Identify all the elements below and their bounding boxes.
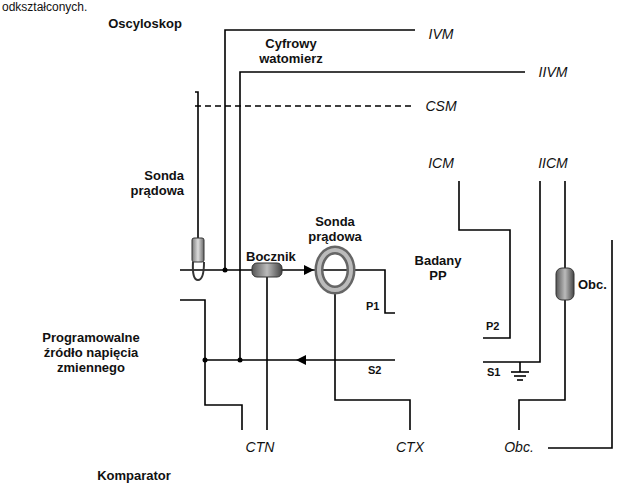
box-heading: Cyfrowy watomierz — [248, 36, 334, 66]
module-label: IICM — [538, 155, 568, 171]
module-label: IVM — [429, 26, 454, 42]
box-heading: Badany PP — [407, 253, 469, 283]
module-box: CSM — [415, 90, 467, 122]
probe-label: Sonda prądowa — [110, 168, 184, 198]
wire — [483, 181, 540, 362]
pin-label: P1 — [366, 300, 379, 313]
junction-dot — [203, 268, 243, 363]
screen — [31, 60, 83, 102]
shunt-label: Bocznik — [246, 249, 296, 264]
comparator: KomparatorCTNCTXObc. — [190, 412, 628, 495]
box-heading: Programowalne źródło napięcia zmiennego — [26, 330, 156, 375]
module-label: CTX — [396, 439, 424, 455]
arrow-head — [296, 355, 306, 365]
wire — [459, 181, 510, 338]
pin-label: P2 — [486, 320, 499, 333]
shunt-symbol — [252, 263, 282, 277]
box-heading: Oscyloskop — [95, 16, 195, 31]
transformer-under-test: Badany PP — [395, 290, 483, 368]
panel-face — [353, 11, 613, 227]
terminal-dot — [149, 70, 155, 76]
module-box: IVM — [415, 18, 467, 50]
box-fill — [2, 232, 180, 320]
ground-symbol — [511, 372, 529, 380]
screen — [29, 267, 57, 285]
wire — [519, 181, 565, 430]
wire — [180, 30, 612, 448]
core-shape — [395, 290, 483, 368]
panel-face — [15, 243, 165, 307]
module-label: IIVM — [539, 64, 568, 80]
box-fill — [395, 290, 483, 368]
module-label: CSM — [425, 98, 456, 114]
wire — [155, 92, 196, 94]
module-box: IICM — [525, 145, 581, 181]
pin-label: S2 — [368, 364, 381, 377]
box-fill — [2, 35, 195, 125]
current-probe — [192, 238, 204, 280]
load-label: Obc. — [578, 277, 607, 292]
module-box: CTX — [380, 430, 440, 464]
module-label: CTN — [246, 439, 275, 455]
pin-label: S1 — [487, 366, 500, 379]
oscilloscope: Oscyloskop — [2, 35, 195, 125]
probe-label: Sonda prądowa — [300, 214, 370, 244]
module-box: CTN — [230, 430, 290, 464]
load-symbol — [556, 268, 574, 300]
module-label: Obc. — [504, 439, 534, 455]
module-box: Obc. — [490, 430, 548, 464]
module-label: ICM — [428, 155, 454, 171]
module-box: IIVM — [525, 56, 581, 88]
box-heading: Komparator — [84, 468, 184, 483]
toroid-probe — [319, 250, 351, 290]
terminal-dot — [149, 90, 155, 96]
module-box: ICM — [415, 145, 467, 181]
box-fill — [340, 0, 628, 240]
wire — [180, 300, 242, 430]
panel-face — [15, 46, 180, 112]
page-text: odkształconych. — [2, 0, 87, 14]
digital-wattmeter: Cyfrowy watomierzIVMIIVMCSMICMIICM — [340, 0, 628, 240]
voltage-source: Programowalne źródło napięcia zmiennego — [2, 232, 180, 320]
signal-line — [195, 105, 415, 107]
arrow-head — [304, 265, 314, 275]
